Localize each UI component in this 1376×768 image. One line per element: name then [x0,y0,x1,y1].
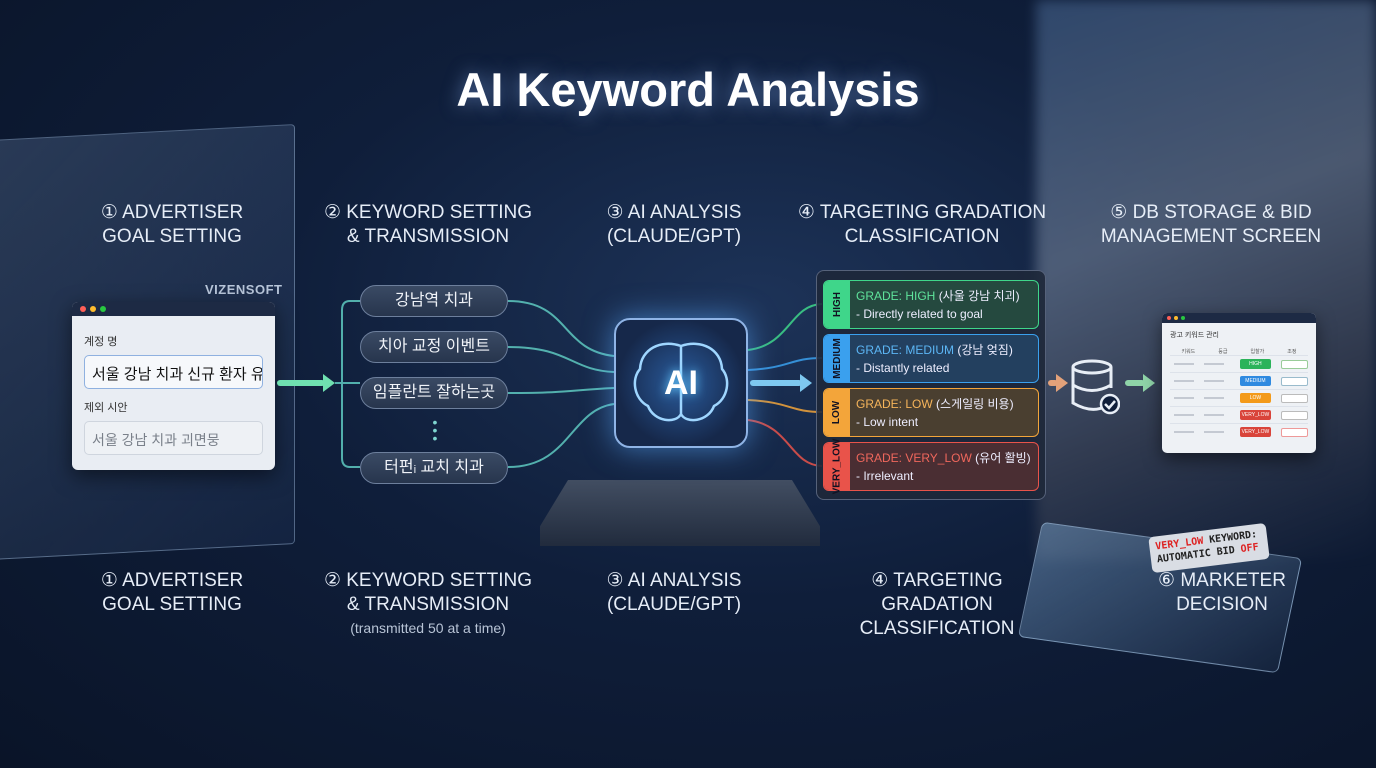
grade-badge: VERY_LOW [1239,410,1272,420]
exclude-label: 제외 시안 [84,402,128,414]
grade-row-very-low: VERY_LOW GRADE: VERY_LOW (유어 활빙) - Irrele… [823,439,1039,494]
step-top-2: ② KEYWORD SETTING & TRANSMISSION [323,202,533,247]
grade-example: (강남 엊짐) [957,343,1013,357]
keyword-pill: 임플란트 잘하는곳 [360,377,508,409]
window-titlebar [72,302,275,316]
screen-title: 광고 키워드 관리 [1170,332,1219,339]
grade-label: GRADE: LOW [856,397,933,411]
bid-input[interactable] [1281,427,1309,437]
goal-label: 계정 명 [84,336,118,348]
grade-tag: LOW [824,389,850,436]
grade-panel: HIGH GRADE: HIGH (사울 강남 치괴) - Directly re… [816,270,1046,500]
table-row: VERY_LOW [1170,423,1309,440]
curve-3 [507,387,615,394]
table-row: MEDIUM [1170,372,1309,389]
arrow-right-icon [1125,374,1155,392]
grade-label: GRADE: VERY_LOW [856,451,972,465]
grade-desc: - Directly related to goal [856,307,983,321]
grade-row-high: HIGH GRADE: HIGH (사울 강남 치괴) - Directly re… [823,280,1039,329]
background-blur [1036,0,1376,560]
grade-desc: - Irrelevant [856,469,914,483]
step-bottom-2: ② KEYWORD SETTING & TRANSMISSION(transmi… [323,570,533,636]
arrow-right-icon [1048,374,1068,392]
brand-logo: VIZENSOFT [205,282,283,297]
grade-tag: VERY_LOW [824,439,850,494]
minimize-dot-icon[interactable] [90,306,96,312]
arrow-right-icon [750,374,812,392]
table-row: VERY_LOW [1170,406,1309,423]
step-top-3: ③ AI ANALYSIS (CLAUDE/GPT) [606,202,742,247]
keyword-pill: 치아 교정 이벤트 [360,331,508,363]
database-icon [1071,359,1120,415]
step-bottom-6: ⑥ MARKETER DECISION [1158,570,1286,615]
keyword-pill: 터펀ᵢ 교치 치과 [360,452,508,484]
step-top-4: ④ TARGETING GRADATION CLASSIFICATION [797,202,1047,247]
bid-input[interactable] [1281,393,1309,403]
close-dot-icon[interactable] [80,306,86,312]
grade-badge: LOW [1239,393,1272,403]
keyword-pill: 강남역 치과 [360,285,508,317]
step-bottom-1: ① ADVERTISER GOAL SETTING [100,570,244,615]
bid-input[interactable] [1281,410,1309,420]
brain-icon [633,342,729,422]
grade-desc: - Low intent [856,415,919,429]
curve-low [747,399,823,413]
goal-input[interactable]: 서울 강남 치과 신규 환자 유치 [84,355,263,389]
grade-label: GRADE: MEDIUM [856,343,955,357]
ai-label: AI [664,363,698,402]
grade-badge: VERY_LOW [1239,427,1272,437]
curve-very-low [747,419,823,467]
ai-brain-chip: AI [614,318,748,448]
arrow-right-icon [277,374,335,392]
grade-tag: HIGH [824,281,850,328]
grade-desc: - Distantly related [856,361,950,375]
grade-example: (유어 활빙) [975,451,1031,465]
step-top-5: ⑤ DB STORAGE & BID MANAGEMENT SCREEN [1100,202,1322,247]
grade-badge: MEDIUM [1239,376,1272,386]
grade-tag: MEDIUM [824,335,850,382]
step-top-1: ① ADVERTISER GOAL SETTING [100,202,244,247]
curve-1 [507,300,615,357]
curve-high [747,303,823,351]
grade-badge: HIGH [1239,359,1272,369]
curve-2 [507,346,615,373]
curve-4 [507,403,615,468]
grade-row-medium: MEDIUM GRADE: MEDIUM (강남 엊짐) - Distantly … [823,334,1039,383]
advertiser-window: 계정 명 서울 강남 치과 신규 환자 유치 제외 시안 서울 강남 치과 괴면… [72,302,275,470]
chip-platform [540,480,820,546]
bid-input[interactable] [1281,376,1309,386]
curve-medium [747,357,823,371]
exclude-input[interactable]: 서울 강남 치과 괴면뭉 [84,421,263,455]
step-bottom-4: ④ TARGETING GRADATION CLASSIFICATION [859,570,1015,639]
grade-label: GRADE: HIGH [856,289,936,303]
grade-example: (스게일링 비용) [936,397,1014,411]
bid-input[interactable] [1281,359,1309,369]
page-title: AI Keyword Analysis [456,63,920,116]
step-bottom-3: ③ AI ANALYSIS (CLAUDE/GPT) [606,570,742,615]
maximize-dot-icon[interactable] [100,306,106,312]
more-dots-icon: ••• [432,414,438,446]
table-row: HIGH [1170,355,1309,372]
grade-example: (사울 강남 치괴) [938,289,1020,303]
grade-row-low: LOW GRADE: LOW (스게일링 비용) - Low intent [823,388,1039,437]
table-row: LOW [1170,389,1309,406]
